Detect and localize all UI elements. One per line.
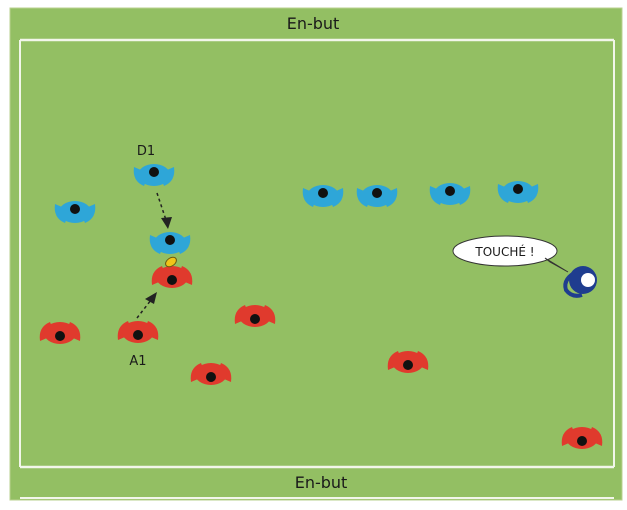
top-zone-label: En-but <box>287 14 340 33</box>
a1-movement-arrow <box>136 292 157 319</box>
rugby-ball-icon <box>165 256 177 268</box>
bottom-zone-label: En-but <box>295 473 348 492</box>
d1-label: D1 <box>137 144 155 159</box>
a1-label: A1 <box>129 354 146 369</box>
referee <box>563 266 597 298</box>
touche-callout-text: TOUCHÉ ! <box>474 244 534 259</box>
touche-callout: TOUCHÉ ! <box>452 235 569 273</box>
d1-movement-arrow <box>156 192 172 229</box>
